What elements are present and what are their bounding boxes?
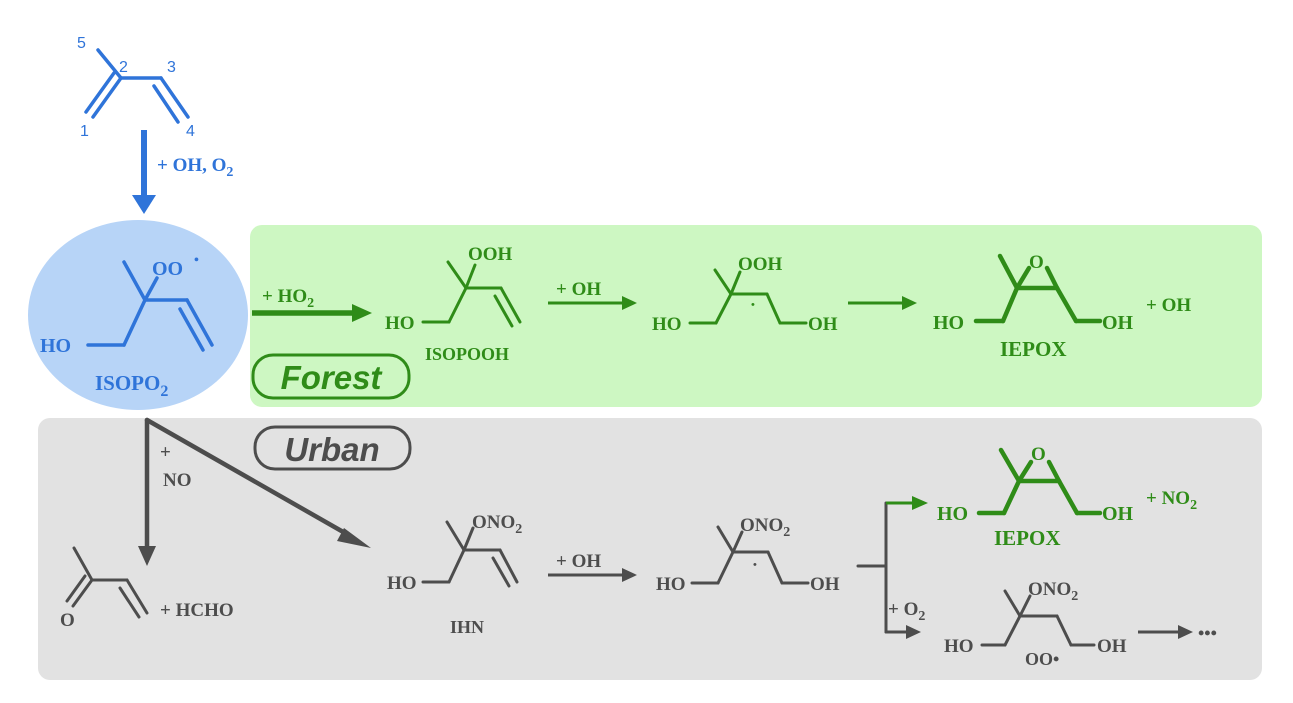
oh-o2-reagent: + OH, O2	[157, 155, 233, 180]
carbon-number-1: 1	[80, 123, 89, 140]
urban-iepox-structure	[976, 447, 1103, 516]
urban-tag-box	[253, 425, 412, 471]
isopo2-structure	[86, 260, 214, 352]
carbon-number-4: 4	[186, 123, 195, 140]
ihn-structure	[421, 520, 519, 588]
peroxy-ono2-label: ONO2	[1028, 579, 1078, 604]
isopooh-name: ISOPOOH	[425, 344, 509, 364]
isopo2-peroxy-label: OO	[152, 258, 183, 280]
forest-radical-oh-label: OH	[808, 314, 838, 335]
forest-tag-box	[251, 353, 411, 400]
forest-tag: Forest	[281, 359, 384, 396]
forest-radical-ooh-label: OOH	[738, 254, 783, 275]
o2-reagent: + O2	[888, 599, 925, 624]
urban-panel	[38, 418, 1262, 680]
ihn-name: IHN	[450, 617, 484, 637]
mvk-o-label: O	[60, 610, 75, 631]
isopooh-structure	[421, 260, 522, 328]
urban-tag: Urban	[284, 431, 379, 468]
forest-iepox-coproduct: + OH	[1146, 295, 1191, 316]
urban-radical-oh-label: OH	[810, 574, 840, 595]
urban-radical-ono2-label: ONO2	[740, 515, 790, 540]
isopo2-radical-dot: •	[194, 253, 199, 268]
hcho-coproduct: + HCHO	[160, 600, 234, 621]
no-branch-diagonal-arrow	[144, 417, 355, 540]
forest-iepox-name: IEPOX	[1000, 337, 1067, 361]
mvk-structure	[65, 546, 149, 619]
isopooh-ho-label: HO	[385, 313, 415, 334]
urban-iepox-oh-label: OH	[1102, 503, 1134, 525]
carbon-number-2: 2	[119, 59, 128, 76]
carbon-number-3: 3	[167, 59, 176, 76]
urban-oh-reagent: + OH	[556, 551, 601, 572]
ihn-ono2-label: ONO2	[472, 512, 522, 537]
urban-iepox-name: IEPOX	[994, 526, 1061, 550]
continuation-ellipsis: •••	[1198, 623, 1217, 643]
no-reagent: NO	[163, 470, 192, 491]
urban-radical-dot: •	[753, 559, 757, 571]
peroxy-oh-label: OH	[1097, 636, 1127, 657]
isopooh-ooh-label: OOH	[468, 244, 513, 265]
isopo2-ho-label: HO	[40, 335, 71, 357]
peroxy-oo-label: OO•	[1025, 649, 1059, 669]
forest-radical-dot: •	[751, 299, 755, 311]
ihn-ho-label: HO	[387, 573, 417, 594]
forest-radical-ho-label: HO	[652, 314, 682, 335]
forest-iepox-oh-label: OH	[1102, 312, 1134, 334]
peroxy-ho-label: HO	[944, 636, 974, 657]
ho2-reagent: + HO2	[262, 286, 314, 311]
peroxy-radical-structure	[980, 589, 1096, 647]
urban-iepox-o-label: O	[1031, 444, 1046, 465]
forest-oh-reagent: + OH	[556, 279, 601, 300]
forest-radical-structure	[688, 268, 808, 325]
carbon-number-5: 5	[77, 35, 86, 52]
urban-iepox-coproduct: + NO2	[1146, 488, 1197, 513]
urban-radical-ho-label: HO	[656, 574, 686, 595]
isoprene-structure	[84, 48, 190, 124]
forest-iepox-o-label: O	[1029, 252, 1044, 273]
isopo2-name: ISOPO2	[95, 371, 168, 400]
no-plus: +	[160, 442, 171, 463]
forest-iepox-structure	[973, 253, 1103, 324]
forest-iepox-ho-label: HO	[933, 312, 964, 334]
urban-radical-structure	[690, 525, 810, 585]
urban-iepox-ho-label: HO	[937, 503, 968, 525]
